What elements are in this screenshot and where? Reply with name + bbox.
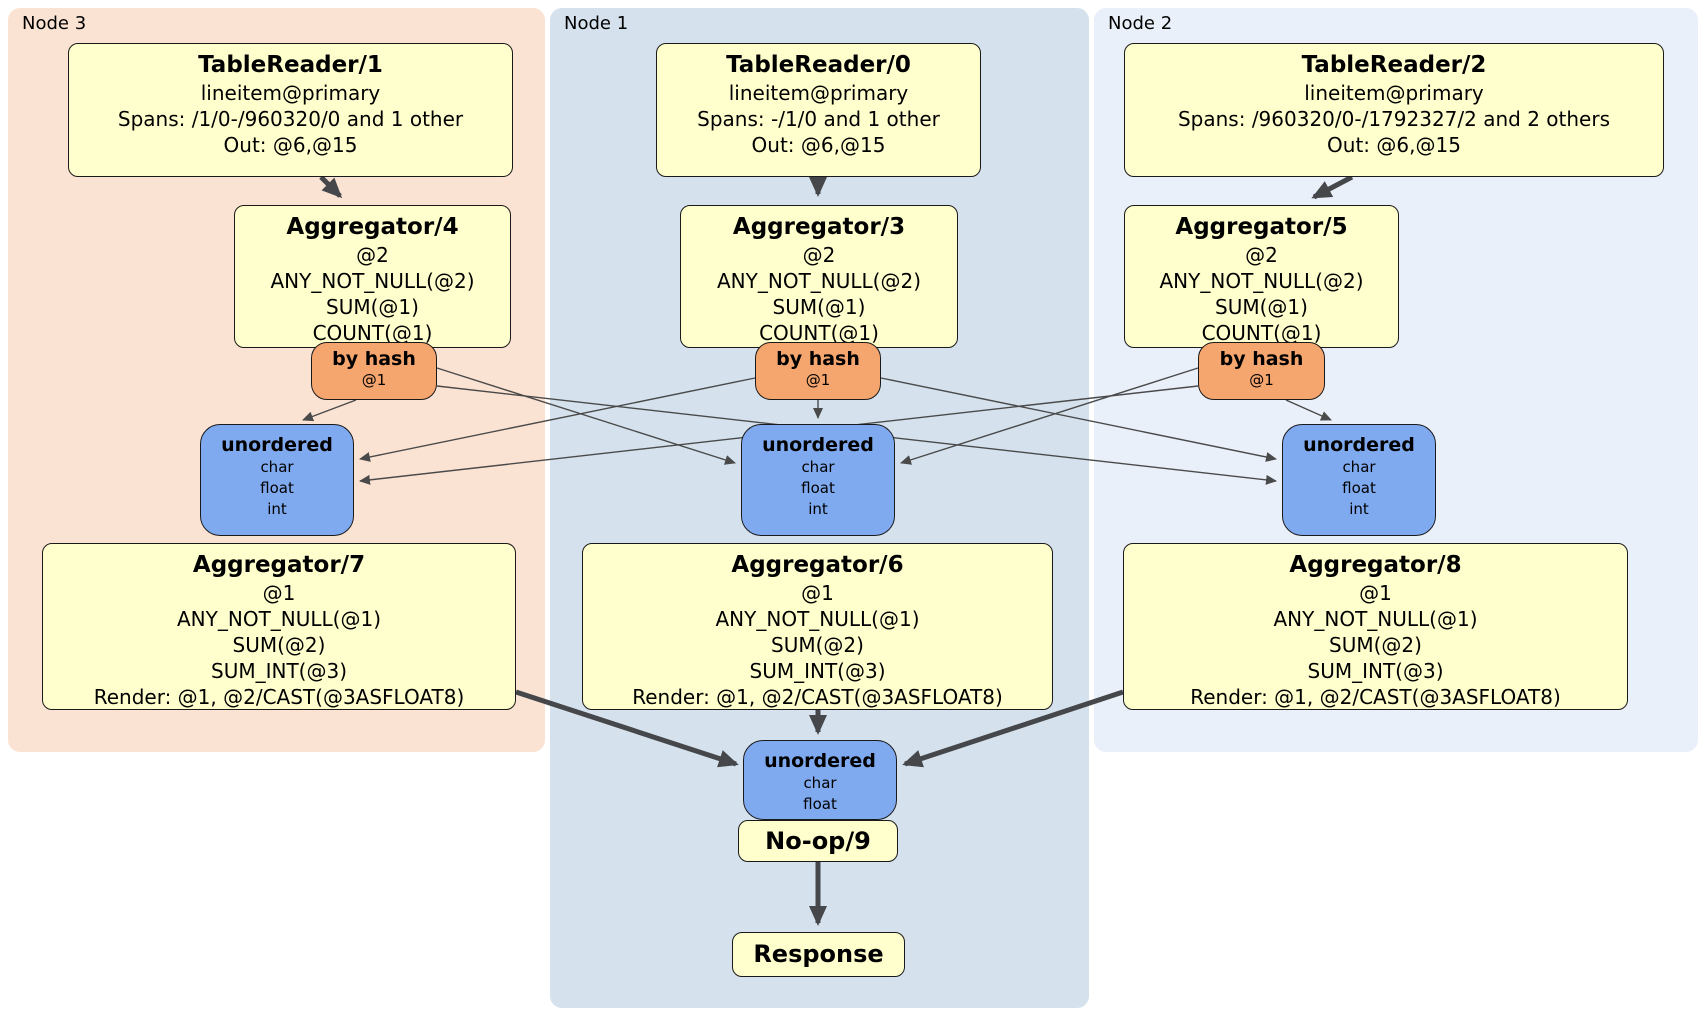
aggregator-6-fn2: SUM(@2) [771,633,864,657]
node3-label: Node 3 [22,13,87,34]
node1-hash-router-col: @1 [805,371,831,389]
node3-unordered-sync: unordered char float int [200,424,354,536]
aggregator-3-group: @2 [802,243,836,267]
tablereader-1-box: TableReader/1 lineitem@primary Spans: /1… [68,43,513,177]
aggregator-7-title: Aggregator/7 [192,552,366,578]
node1-label: Node 1 [564,13,629,34]
aggregator-8-group: @1 [1359,581,1392,605]
aggregator-6-group: @1 [801,581,834,605]
aggregator-8-fn1: ANY_NOT_NULL(@1) [1273,607,1478,631]
tablereader-1-index: lineitem@primary [200,81,381,105]
tablereader-2-index: lineitem@primary [1304,81,1484,105]
aggregator-8-box: Aggregator/8 @1 ANY_NOT_NULL(@1) SUM(@2)… [1123,543,1628,710]
aggregator-6-fn1: ANY_NOT_NULL(@1) [715,607,920,631]
final-sync-title: unordered [764,750,876,772]
tablereader-0-index: lineitem@primary [728,81,909,105]
final-sync-type2: float [803,795,837,813]
node1-sync-title: unordered [762,434,874,456]
node2-hash-router-col: @1 [1249,371,1274,389]
aggregator-5-group: @2 [1245,243,1278,267]
final-unordered-sync: unordered char float [743,740,897,820]
node2-sync-type3: int [1349,500,1369,518]
aggregator-4-fn2: SUM(@1) [326,295,419,319]
aggregator-5-box: Aggregator/5 @2 ANY_NOT_NULL(@2) SUM(@1)… [1124,205,1399,348]
aggregator-4-fn3: COUNT(@1) [312,321,433,345]
aggregator-6-render: Render: @1, @2/CAST(@3ASFLOAT8) [632,685,1003,709]
aggregator-4-group: @2 [356,243,389,267]
tablereader-2-title: TableReader/2 [1301,52,1487,78]
aggregator-3-title: Aggregator/3 [732,214,906,240]
node2-unordered-sync: unordered char float int [1282,424,1436,536]
node3-hash-router: by hash @1 [311,342,437,400]
noop-box: No-op/9 [738,820,898,862]
node2-hash-router-title: by hash [1219,348,1304,370]
aggregator-3-fn3: COUNT(@1) [759,321,879,345]
aggregator-7-box: Aggregator/7 @1 ANY_NOT_NULL(@1) SUM(@2)… [42,543,516,710]
aggregator-4-title: Aggregator/4 [286,214,459,240]
node1-hash-router: by hash @1 [755,342,881,400]
node3-hash-router-title: by hash [332,348,416,370]
node1-unordered-sync: unordered char float int [741,424,895,536]
aggregator-5-title: Aggregator/5 [1175,214,1348,240]
aggregator-5-fn3: COUNT(@1) [1201,321,1322,345]
tablereader-0-box: TableReader/0 lineitem@primary Spans: -/… [656,43,981,177]
aggregator-5-fn2: SUM(@1) [1215,295,1308,319]
response-title: Response [753,940,884,968]
aggregator-8-fn3: SUM_INT(@3) [1307,659,1444,683]
node2-sync-type1: char [1342,458,1376,476]
node3-hash-router-col: @1 [361,371,387,389]
aggregator-4-box: Aggregator/4 @2 ANY_NOT_NULL(@2) SUM(@1)… [234,205,511,348]
aggregator-7-fn1: ANY_NOT_NULL(@1) [177,607,381,631]
tablereader-2-out: Out: @6,@15 [1327,133,1461,157]
response-box: Response [732,932,905,977]
aggregator-6-title: Aggregator/6 [731,552,904,578]
aggregator-3-fn1: ANY_NOT_NULL(@2) [717,269,921,293]
aggregator-4-fn1: ANY_NOT_NULL(@2) [270,269,475,293]
aggregator-7-fn3: SUM_INT(@3) [211,659,347,683]
aggregator-7-group: @1 [262,581,296,605]
aggregator-7-fn2: SUM(@2) [232,633,326,657]
tablereader-0-title: TableReader/0 [726,52,911,78]
node1-sync-type1: char [801,458,835,476]
node2-label: Node 2 [1108,13,1173,34]
tablereader-2-spans: Spans: /960320/0-/1792327/2 and 2 others [1177,107,1610,131]
aggregator-6-box: Aggregator/6 @1 ANY_NOT_NULL(@1) SUM(@2)… [582,543,1053,710]
node2-hash-router: by hash @1 [1198,342,1325,400]
node3-sync-type1: char [260,458,294,476]
node3-sync-type2: float [260,479,294,497]
aggregator-8-fn2: SUM(@2) [1329,633,1422,657]
aggregator-5-fn1: ANY_NOT_NULL(@2) [1159,269,1364,293]
aggregator-3-box: Aggregator/3 @2 ANY_NOT_NULL(@2) SUM(@1)… [680,205,958,348]
node3-sync-title: unordered [221,434,333,456]
node1-sync-type2: float [801,479,835,497]
node1-sync-type3: int [808,500,828,518]
tablereader-0-out: Out: @6,@15 [751,133,886,157]
tablereader-2-box: TableReader/2 lineitem@primary Spans: /9… [1124,43,1664,177]
aggregator-8-title: Aggregator/8 [1289,552,1462,578]
aggregator-8-render: Render: @1, @2/CAST(@3ASFLOAT8) [1190,685,1561,709]
tablereader-0-spans: Spans: -/1/0 and 1 other [697,107,940,131]
tablereader-1-title: TableReader/1 [198,52,383,78]
node2-sync-type2: float [1342,479,1376,497]
node2-sync-title: unordered [1303,434,1415,456]
tablereader-1-out: Out: @6,@15 [223,133,358,157]
noop-title: No-op/9 [765,826,871,855]
aggregator-7-render: Render: @1, @2/CAST(@3ASFLOAT8) [93,685,465,709]
aggregator-6-fn3: SUM_INT(@3) [749,659,886,683]
node3-sync-type3: int [267,500,287,518]
node1-hash-router-title: by hash [776,348,860,370]
final-sync-type1: char [803,774,837,792]
tablereader-1-spans: Spans: /1/0-/960320/0 and 1 other [117,107,464,131]
aggregator-3-fn2: SUM(@1) [772,295,866,319]
